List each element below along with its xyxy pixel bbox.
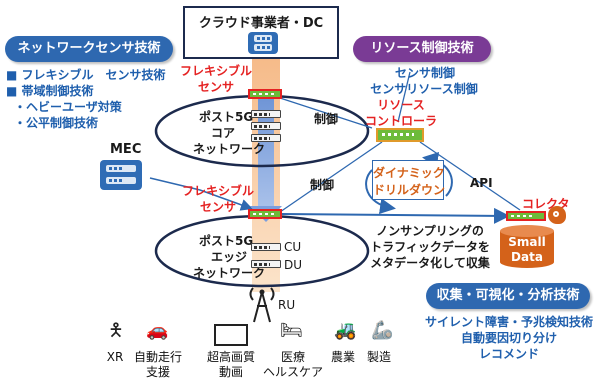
- car-icon: 🚗: [146, 320, 169, 341]
- edge-line1: ポスト5G: [199, 234, 254, 248]
- core-line3: ネットワーク: [193, 142, 266, 156]
- small-data-line1: Small: [508, 235, 546, 249]
- sensor-control-text: センサ制御: [394, 66, 455, 80]
- core-rack-1: [251, 110, 281, 118]
- monitor-icon: [214, 324, 248, 346]
- flexible-sensor-top: [248, 89, 282, 99]
- use-case-xr: XR: [106, 350, 124, 364]
- drilldown-line2: ドリルダウン: [373, 183, 446, 197]
- analysis-line3: レコメンド: [478, 347, 539, 361]
- resource-controller-device: [376, 128, 424, 142]
- nonsampling-line2: トラフィックデータを: [370, 240, 490, 254]
- nonsampling-line1: ノンサンプリングの: [376, 224, 484, 238]
- edge-rack-cu: [251, 243, 281, 251]
- robot-arm-icon: 🦾: [371, 320, 394, 341]
- left-item-bandwidth-control: ■ 帯域制御技術: [6, 84, 94, 98]
- use-case-medical-line1: 医療: [280, 350, 305, 364]
- core-rack-2: [251, 122, 281, 130]
- core-line1: ポスト5G: [199, 110, 254, 124]
- mec-label: MEC: [110, 142, 142, 157]
- use-case-uhd-video-line1: 超高画質: [206, 350, 255, 364]
- analysis-line2: 自動要因切り分け: [460, 331, 557, 345]
- left-item-flexible-sensor: ■ フレキシブル センサ技術: [6, 68, 166, 82]
- du-label: DU: [284, 258, 303, 272]
- edge-line3: ネットワーク: [193, 266, 266, 280]
- left-item-heavy-user: ・ヘビーユーザ対策: [14, 100, 122, 114]
- nonsampling-line3: メタデータ化して収集: [370, 256, 490, 270]
- sensor-resource-control-text: センサリソース制御: [370, 82, 478, 96]
- analysis-tech-title: 収集・可視化・分析技術: [426, 283, 590, 309]
- flexible-sensor-middle: [248, 209, 282, 219]
- resource-control-tech-title: リソース制御技術: [353, 36, 491, 62]
- small-data-line2: Data: [511, 250, 543, 264]
- use-case-autonomous-driving-line1: 自動走行: [133, 350, 182, 364]
- control-label-upper: 制御: [314, 112, 339, 126]
- use-case-medical-line2: ヘルスケア: [262, 365, 323, 379]
- core-rack-3: [251, 134, 281, 142]
- dynamic-drilldown-box: ダイナミック ドリルダウン: [372, 160, 446, 200]
- flex-sensor-mid-line1: フレキシブル: [181, 184, 254, 198]
- drilldown-line1: ダイナミック: [373, 166, 445, 180]
- flex-sensor-top-line2: センサ: [197, 80, 234, 94]
- brain-icon: [548, 206, 566, 224]
- collector-device: [506, 211, 546, 221]
- cu-label: CU: [284, 240, 302, 254]
- controller-line2: コントローラ: [364, 114, 437, 128]
- person-vr-icon: 🯅: [108, 320, 124, 341]
- use-case-uhd-video-line2: 動画: [218, 365, 243, 379]
- mec-server-icon: [100, 160, 142, 190]
- edge-rack-du: [251, 260, 281, 268]
- use-case-autonomous-driving-line2: 支援: [145, 365, 170, 379]
- use-case-uhd-video: 超高画質 動画: [202, 350, 260, 380]
- medical-bed-icon: 🛏: [280, 320, 303, 341]
- small-data-cylinder: [500, 225, 554, 268]
- cloud-datacenter-box: クラウド事業者・DC: [183, 6, 339, 59]
- cloud-title: クラウド事業者・DC: [198, 16, 324, 31]
- server-icon: [248, 32, 278, 54]
- left-item-fair-control: ・公平制御技術: [14, 116, 99, 130]
- ru-label: RU: [278, 298, 296, 312]
- controller-line1: リソース: [377, 98, 425, 112]
- flex-sensor-top-line1: フレキシブル: [179, 64, 252, 78]
- control-label-lower: 制御: [310, 178, 335, 192]
- flex-sensor-mid-line2: センサ: [199, 200, 236, 214]
- use-case-agriculture: 農業: [330, 350, 355, 364]
- analysis-line1: サイレント障害・予兆検知技術: [424, 315, 593, 329]
- api-label: API: [470, 176, 493, 190]
- core-line2: コア: [211, 126, 236, 140]
- use-case-manufacturing: 製造: [366, 350, 391, 364]
- use-case-medical: 医療 ヘルスケア: [262, 350, 324, 380]
- edge-line2: エッジ: [211, 250, 248, 264]
- use-case-autonomous-driving: 自動走行 支援: [131, 350, 185, 380]
- network-sensor-tech-title: ネットワークセンサ技術: [5, 36, 173, 62]
- tractor-icon: 🚜: [334, 320, 357, 341]
